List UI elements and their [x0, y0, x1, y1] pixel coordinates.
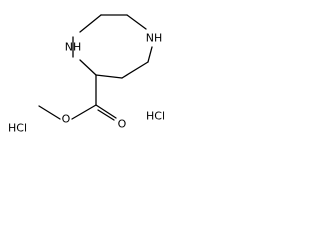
- salt-hcl-right: HCl: [146, 110, 165, 123]
- molecule-structure: NH NH O O HCl HCl: [8, 14, 165, 135]
- structure-canvas: NH NH O O HCl HCl: [0, 0, 179, 148]
- bond-carbonyl-double-b: [97, 109, 115, 121]
- bond-ring-c6-n1: [79, 14, 102, 33]
- bond-carbonyl-ester-o: [71, 104, 97, 120]
- bond-ester-o-methyl: [38, 105, 61, 120]
- atom-carbonyl-o: O: [118, 118, 127, 131]
- bond-ring-c3-c2: [121, 61, 149, 79]
- atom-nh-top: NH: [146, 32, 163, 45]
- bond-ring-c2-c7: [95, 74, 123, 79]
- bond-ring-n4-c3: [147, 46, 153, 63]
- atom-ester-o: O: [62, 113, 71, 126]
- bond-ring-n4-c5: [126, 14, 147, 30]
- bond-carbonyl-double-a: [95, 104, 117, 119]
- salt-hcl-left: HCl: [8, 122, 27, 135]
- bond-ring-n1-c7: [79, 59, 97, 76]
- atom-nh-left: NH: [65, 41, 82, 54]
